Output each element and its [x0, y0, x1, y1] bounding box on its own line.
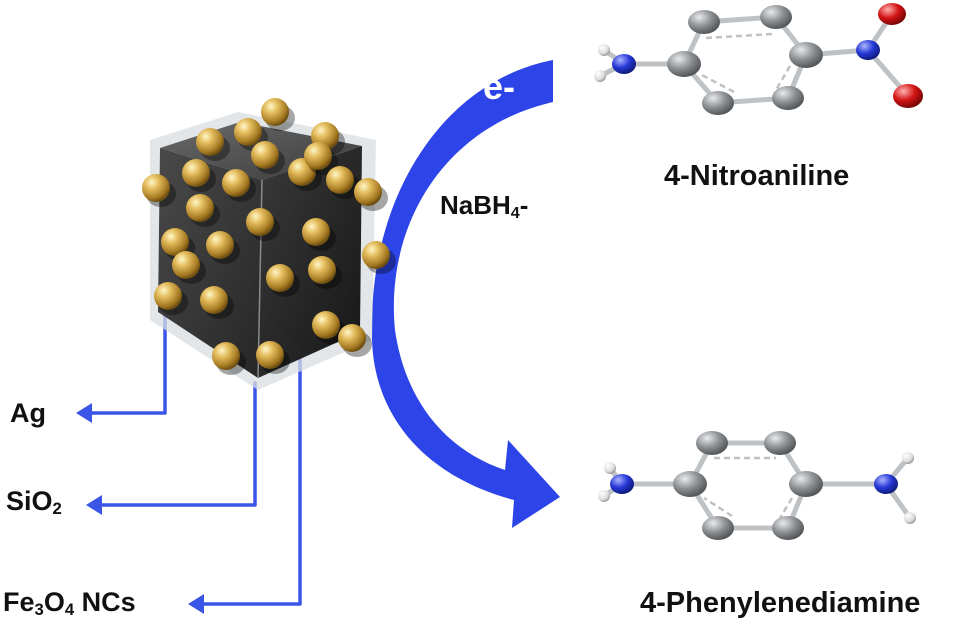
leader-fe3o4-head	[188, 594, 204, 614]
nitrogen-atom	[612, 54, 636, 74]
oxygen-atom	[878, 3, 906, 25]
silver-nanoparticle	[212, 342, 240, 370]
silver-nanoparticles	[142, 98, 396, 375]
hydrogen-atom	[904, 512, 916, 524]
silver-nanoparticle	[234, 118, 262, 146]
silver-nanoparticle	[338, 324, 366, 352]
nanocomposite-cube	[142, 98, 396, 390]
silver-nanoparticle	[304, 142, 332, 170]
silver-nanoparticle	[266, 264, 294, 292]
silver-nanoparticle	[196, 128, 224, 156]
hydrogen-atom	[604, 462, 616, 474]
nitrogen-atom	[610, 474, 634, 494]
silver-nanoparticle	[302, 218, 330, 246]
carbon-atom	[789, 471, 823, 497]
electron-transfer-arrow	[371, 60, 560, 528]
hydrogen-atom	[598, 44, 610, 56]
component-leader-lines	[86, 298, 302, 606]
silver-nanoparticle	[172, 251, 200, 279]
silver-nanoparticle	[256, 341, 284, 369]
label-fe3o4-ncs: Fe3O4 NCs	[3, 587, 136, 620]
hydrogen-atom	[594, 70, 606, 82]
carbon-atom	[760, 5, 792, 29]
carbon-atom	[789, 42, 823, 68]
carbon-atom	[696, 431, 728, 455]
carbon-atom	[688, 10, 720, 34]
silver-nanoparticle	[186, 194, 214, 222]
molecule-4-nitroaniline	[594, 3, 923, 115]
label-nabh4: NaBH4-	[440, 190, 529, 223]
silver-nanoparticle	[246, 208, 274, 236]
silver-nanoparticle	[182, 159, 210, 187]
carbon-atom	[702, 516, 734, 540]
silver-nanoparticle	[222, 169, 250, 197]
silver-nanoparticle	[354, 178, 382, 206]
carbon-atom	[772, 86, 804, 110]
label-4-phenylenediamine: 4-Phenylenediamine	[640, 587, 921, 619]
leader-sio2	[96, 381, 257, 507]
hydrogen-atom	[902, 452, 914, 464]
silver-nanoparticle	[308, 256, 336, 284]
silver-nanoparticle	[251, 141, 279, 169]
leader-ag-head	[76, 403, 92, 423]
nitrogen-atom	[856, 40, 880, 60]
silver-nanoparticle	[312, 311, 340, 339]
nitrogen-atom	[874, 474, 898, 494]
silver-nanoparticle	[326, 166, 354, 194]
silver-nanoparticle	[142, 174, 170, 202]
silver-nanoparticle	[206, 231, 234, 259]
silver-nanoparticle	[200, 286, 228, 314]
carbon-atom	[764, 431, 796, 455]
aromatic-bond	[778, 497, 794, 519]
leader-arrowheads	[76, 403, 204, 614]
silver-nanoparticle	[154, 282, 182, 310]
oxygen-atom	[893, 84, 923, 108]
carbon-atom	[702, 91, 734, 115]
aromatic-bond	[703, 496, 733, 518]
aromatic-bond	[774, 65, 792, 91]
label-electron: e-	[483, 66, 516, 107]
aromatic-bond	[705, 32, 773, 40]
carbon-atom	[667, 51, 701, 77]
silver-nanoparticle	[261, 98, 289, 126]
carbon-atom	[673, 471, 707, 497]
aromatic-bond	[699, 72, 735, 94]
molecule-4-phenylenediamine	[598, 431, 916, 540]
silver-nanoparticle	[161, 228, 189, 256]
label-ag: Ag	[10, 398, 46, 428]
label-sio2: SiO2	[6, 486, 62, 519]
leader-fe3o4	[198, 336, 302, 606]
cube-left-face	[158, 148, 262, 378]
leader-ag	[86, 298, 167, 415]
carbon-atom	[772, 516, 804, 540]
hydrogen-atom	[598, 490, 610, 502]
leader-sio2-head	[86, 495, 102, 515]
silver-nanoparticle	[362, 241, 390, 269]
label-4-nitroaniline: 4-Nitroaniline	[664, 160, 850, 192]
